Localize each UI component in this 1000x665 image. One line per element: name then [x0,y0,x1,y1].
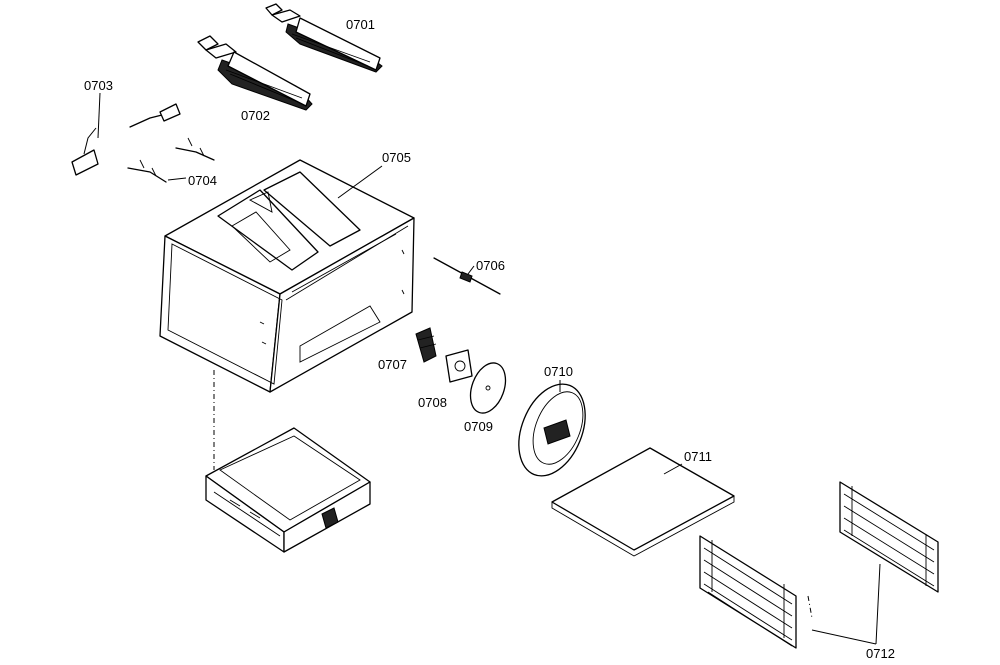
callout-0709: 0709 [464,419,493,434]
callout-0708: 0708 [418,395,447,410]
alignment-line [807,595,813,619]
callout-0706: 0706 [476,258,505,273]
part-0704-thermal-fuse[interactable] [127,137,215,183]
part-0702-heating-element[interactable] [197,35,313,111]
callout-0712: 0712 [866,646,895,661]
part-0703-sensor[interactable] [71,103,181,176]
part-0712-shelf-runner-right[interactable] [839,481,939,593]
part-0707-motor-bracket[interactable] [415,327,437,363]
part-0701-heating-element[interactable] [265,3,383,73]
callout-0702: 0702 [241,108,270,123]
part-base-unit[interactable] [205,427,371,553]
part-0710-fan-cover[interactable] [506,374,598,485]
callout-0705: 0705 [382,150,411,165]
callout-0711: 0711 [684,449,712,464]
part-0711-bottom-plate[interactable] [551,447,735,557]
callout-0707: 0707 [378,357,407,372]
callout-0701: 0701 [346,17,375,32]
part-0708-motor-plate[interactable] [445,349,473,383]
callout-0703: 0703 [84,78,113,93]
part-0712-shelf-runner-left[interactable] [699,535,797,649]
callout-0710: 0710 [544,364,573,379]
part-0706-rod[interactable] [433,257,501,295]
part-0705-oven-cavity[interactable] [159,159,415,393]
part-0709-fan-blade[interactable] [464,358,512,418]
callout-0704: 0704 [188,173,217,188]
